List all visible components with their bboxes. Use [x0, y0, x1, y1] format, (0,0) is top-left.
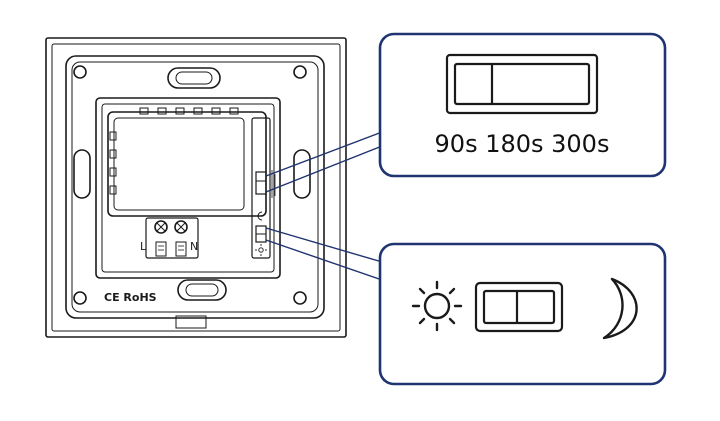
wire-opening-right [175, 241, 187, 257]
timer-callout: 90s 180s 300s [378, 32, 667, 178]
light-switch-inner [482, 289, 556, 325]
left-mounting-slot [73, 149, 91, 199]
timer-switch-outer [445, 53, 599, 115]
ce-rohs-mark: CE RoHS [104, 291, 157, 304]
light-leader-line-lower [265, 239, 383, 281]
screw-hole-top-right [293, 65, 307, 79]
light-mode-callout-box [378, 242, 667, 386]
mounting-frame [65, 55, 325, 319]
right-mounting-slot [293, 149, 311, 199]
terminal-screw-left [154, 220, 168, 234]
timer-leader-line-lower [265, 145, 383, 193]
device-back-view [45, 37, 347, 338]
outer-plate [45, 37, 347, 338]
bottom-mounting-slot [177, 279, 227, 301]
device-sun-mark-icon [255, 244, 267, 256]
wire-opening-left [155, 241, 167, 257]
light-leader-line-upper [265, 227, 383, 263]
switch-strip [251, 117, 271, 259]
moon-icon [602, 277, 638, 340]
sun-icon [411, 280, 463, 332]
device-timer-marks [271, 170, 276, 198]
top-mounting-slot-inner [175, 71, 213, 85]
module-housing-inner [101, 103, 275, 273]
bottom-mounting-slot-inner [185, 283, 219, 297]
live-terminal-label: L [140, 240, 147, 253]
mounting-frame-inner [71, 61, 319, 313]
bottom-edge-notch [175, 315, 207, 329]
module-cover-inner [113, 117, 245, 211]
timer-leader-line-upper [265, 131, 383, 177]
leader-lines [265, 131, 383, 281]
device-moon-mark-icon [257, 211, 263, 221]
module-cover [107, 111, 267, 217]
timer-options-text: 90s 180s 300s [435, 130, 610, 158]
timer-switch-inner [453, 62, 591, 106]
top-mounting-slot [167, 67, 221, 89]
module-housing [95, 97, 281, 279]
terminal-block [145, 217, 199, 259]
screw-hole-bottom-right [293, 291, 307, 305]
screw-hole-top-left [73, 65, 87, 79]
neutral-terminal-label: N [190, 240, 198, 253]
terminal-screw-right [174, 220, 188, 234]
outer-plate-inner-edge [51, 43, 341, 332]
light-switch-outer [474, 281, 564, 333]
screw-hole-bottom-left [73, 291, 87, 305]
device-timer-switch [255, 171, 267, 195]
cover-ribs [109, 107, 239, 195]
light-mode-callout [378, 242, 667, 386]
device-printed-marks: L N CE RoHS [104, 240, 198, 304]
